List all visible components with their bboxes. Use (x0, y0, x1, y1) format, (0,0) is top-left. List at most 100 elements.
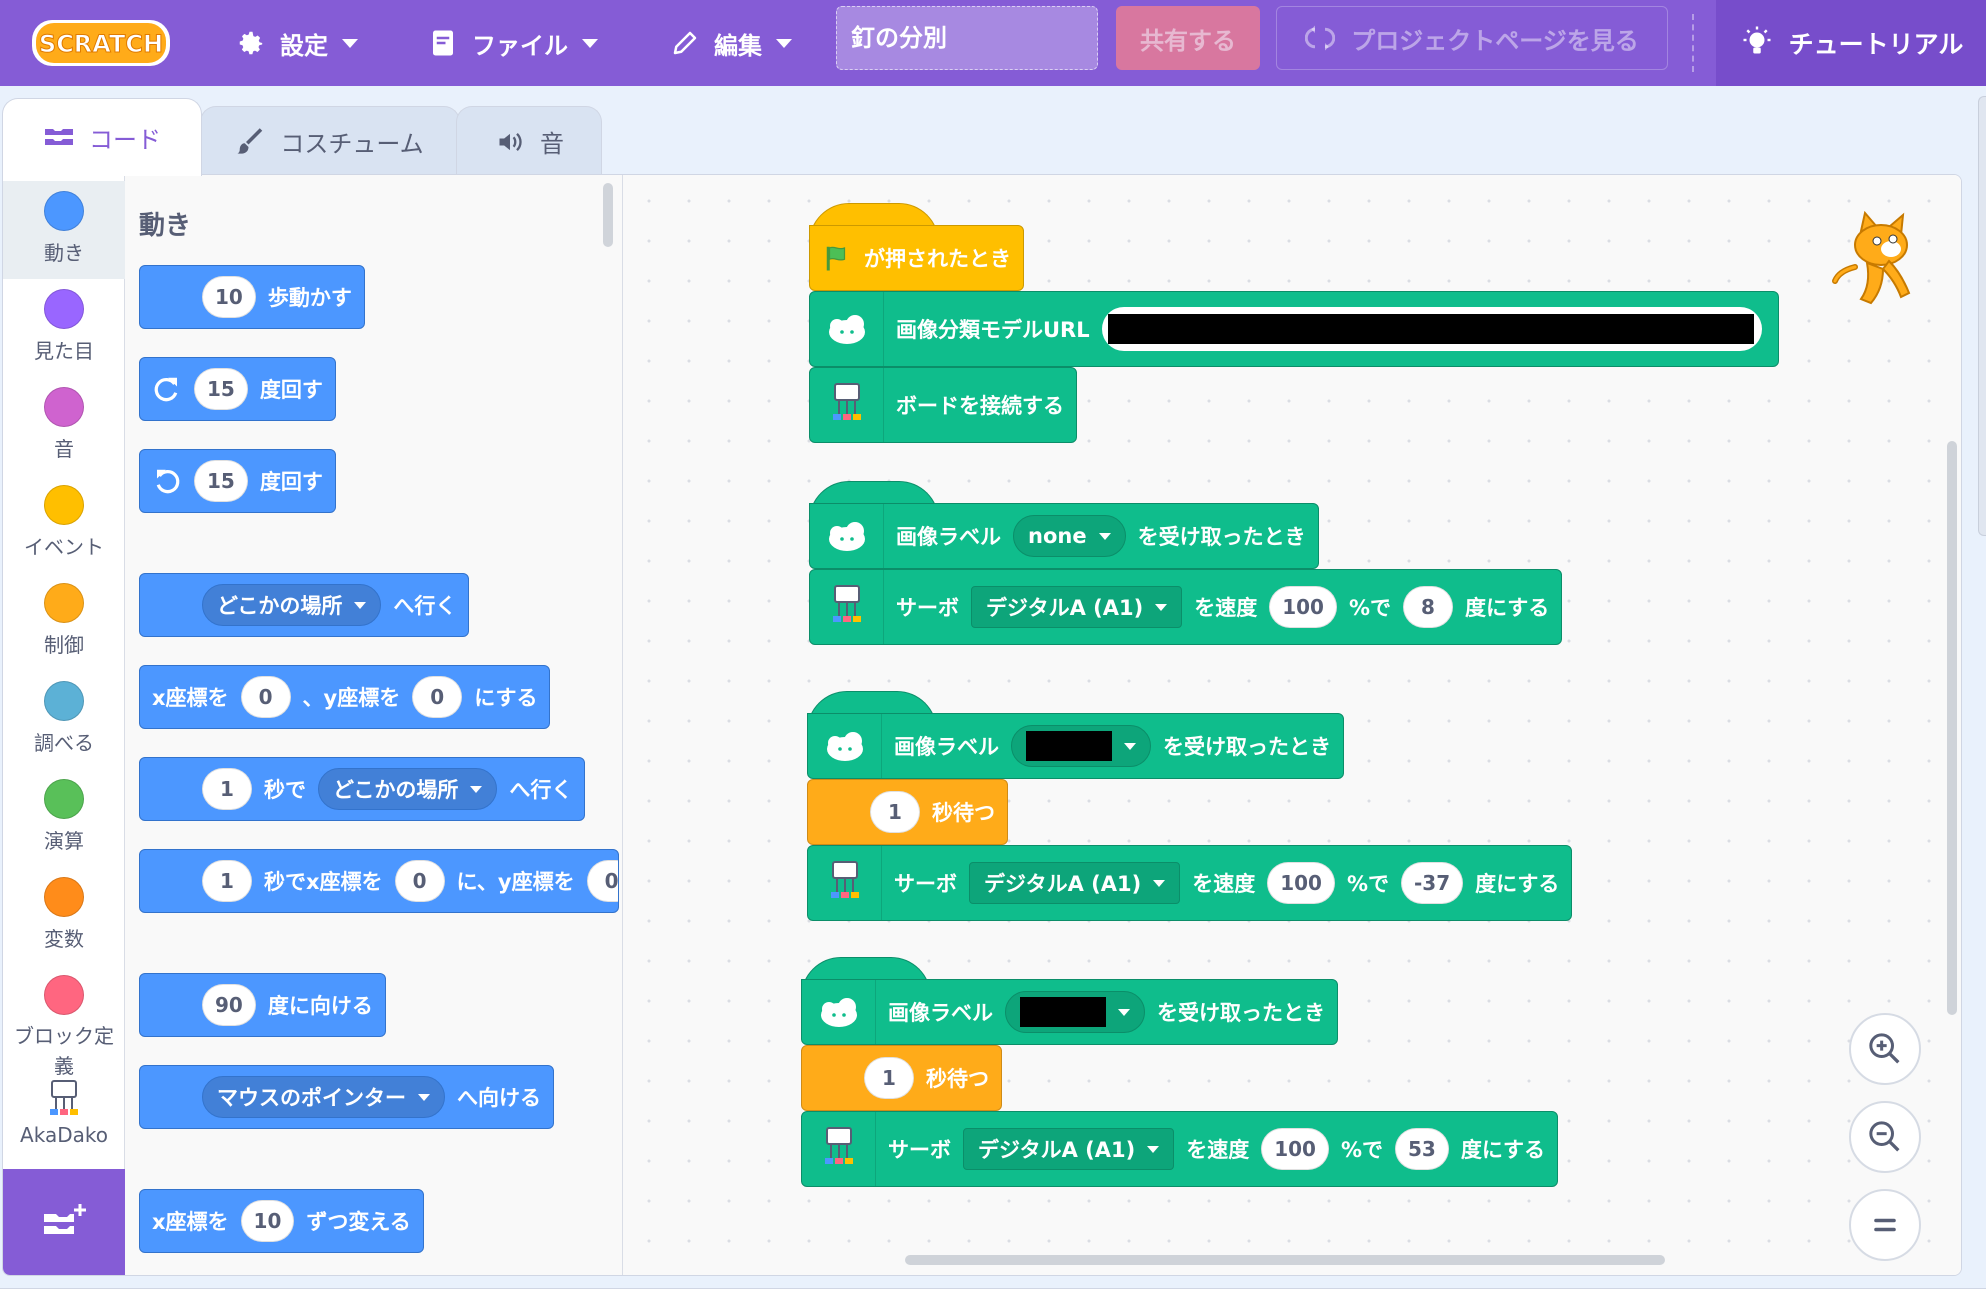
steps-input[interactable]: 10 (202, 276, 256, 318)
cloud-dog-icon (810, 504, 884, 568)
category-akadako[interactable]: AkaDako (3, 1079, 125, 1177)
category-sensing[interactable]: 調べる (3, 671, 125, 769)
secs-input[interactable]: 1 (202, 860, 252, 902)
zoom-reset-button[interactable] (1849, 1189, 1921, 1261)
when-flag-clicked-hat[interactable]: が押されたとき (809, 225, 1024, 291)
move-steps-block[interactable]: 10 歩動かす (139, 265, 365, 329)
settings-menu[interactable]: 設定 (236, 0, 358, 86)
speed-input[interactable]: 100 (1267, 862, 1335, 904)
board-icon (50, 1080, 78, 1115)
goto-xy-block[interactable]: x座標を 0 、y座標を 0 にする (139, 665, 551, 729)
category-my-blocks[interactable]: ブロック定義 (3, 965, 125, 1078)
model-url-input[interactable] (1101, 307, 1762, 351)
block-text: を受け取ったとき (1137, 525, 1306, 549)
x-input[interactable]: 0 (394, 860, 445, 902)
share-button[interactable]: 共有する (1116, 6, 1260, 70)
speed-input[interactable]: 100 (1269, 586, 1337, 628)
category-events[interactable]: イベント (3, 475, 125, 573)
board-icon (810, 368, 884, 442)
label-dropdown[interactable]: none (1013, 515, 1126, 557)
see-project-page-button[interactable]: プロジェクトページを見る (1276, 6, 1668, 70)
control-icon (44, 583, 84, 623)
pin-dropdown[interactable]: デジタルA (A1) (963, 1128, 1175, 1170)
point-towards-dropdown[interactable]: マウスのポインター (202, 1076, 445, 1118)
point-in-direction-block[interactable]: 90 度に向ける (139, 973, 386, 1037)
when-image-label-received-hat[interactable]: 画像ラベル none を受け取ったとき (809, 503, 1319, 569)
code-icon (45, 128, 73, 145)
change-x-input[interactable]: 10 (240, 1200, 295, 1242)
wait-block[interactable]: 1 秒待つ (807, 779, 1008, 845)
file-menu[interactable]: ファイル (428, 0, 598, 86)
servo-block[interactable]: サーボ デジタルA (A1) を速度 100 %で 53 度にする (801, 1111, 1559, 1187)
when-image-label-received-hat[interactable]: 画像ラベル を受け取ったとき (807, 713, 1344, 779)
connect-board-block[interactable]: ボードを接続する (809, 367, 1077, 443)
edit-menu[interactable]: 編集 (670, 0, 792, 86)
servo-block[interactable]: サーボ デジタルA (A1) を速度 100 %で 8 度にする (809, 569, 1563, 645)
rotate-left-icon (156, 469, 180, 494)
tab-costumes[interactable]: コスチューム (200, 106, 460, 176)
category-variables[interactable]: 変数 (3, 867, 125, 965)
wait-seconds-input[interactable]: 1 (870, 791, 920, 833)
goto-target-dropdown[interactable]: どこかの場所 (202, 584, 382, 626)
glide-xy-block[interactable]: 1 秒でx座標を 0 に、y座標を 0 (139, 849, 619, 913)
point-towards-block[interactable]: マウスのポインター へ向ける (139, 1065, 554, 1129)
script-workspace[interactable]: が押されたとき 画像分類モデルURL ボードを接続する 画像ラベル (623, 175, 1961, 1275)
tab-costumes-label: コスチューム (280, 130, 424, 158)
category-looks[interactable]: 見た目 (3, 279, 125, 377)
category-sound[interactable]: 音 (3, 377, 125, 475)
zoom-in-icon (1869, 1033, 1900, 1064)
angle-input[interactable]: 8 (1403, 586, 1453, 628)
glide-target-dropdown[interactable]: どこかの場所 (318, 768, 498, 810)
rotate-right-icon (154, 377, 178, 402)
tutorials-button[interactable]: チュートリアル (1716, 0, 1986, 86)
horizontal-scrollbar[interactable] (905, 1255, 1665, 1265)
label-dropdown[interactable] (1005, 991, 1145, 1033)
y-input[interactable]: 0 (586, 860, 618, 902)
label-dropdown[interactable] (1011, 725, 1151, 767)
chevron-down-icon (1155, 603, 1168, 611)
add-extension-button[interactable] (3, 1169, 125, 1275)
degrees-input[interactable]: 15 (194, 368, 248, 410)
turn-right-block[interactable]: 15 度回す (139, 357, 336, 421)
zoom-out-button[interactable] (1849, 1101, 1921, 1173)
block-text: ボードを接続する (896, 394, 1064, 418)
chevron-down-icon (1153, 879, 1166, 887)
palette-scrollbar[interactable] (603, 183, 613, 247)
chevron-down-icon (470, 785, 483, 793)
x-input[interactable]: 0 (240, 676, 291, 718)
turn-left-block[interactable]: 15 度回す (139, 449, 336, 513)
change-x-block[interactable]: x座標を 10 ずつ変える (139, 1189, 424, 1253)
wait-block[interactable]: 1 秒待つ (801, 1045, 1002, 1111)
category-control[interactable]: 制御 (3, 573, 125, 671)
block-text: %で (1348, 596, 1391, 620)
vertical-scrollbar[interactable] (1947, 441, 1957, 1015)
secs-input[interactable]: 1 (202, 768, 252, 810)
angle-input[interactable]: -37 (1401, 862, 1464, 904)
image-model-url-block[interactable]: 画像分類モデルURL (809, 291, 1779, 367)
block-text: 画像ラベル (896, 525, 1001, 549)
glide-to-block[interactable]: 1 秒で どこかの場所 へ行く (139, 757, 586, 821)
block-text: サーボ (894, 872, 957, 896)
block-text: サーボ (888, 1138, 951, 1162)
degrees-input[interactable]: 15 (194, 460, 248, 502)
category-motion[interactable]: 動き (3, 181, 125, 279)
scratch-logo[interactable]: SCRATCH (30, 14, 172, 70)
motion-icon (44, 191, 84, 231)
pin-dropdown[interactable]: デジタルA (A1) (969, 862, 1181, 904)
zoom-in-button[interactable] (1849, 1013, 1921, 1085)
tab-sounds[interactable]: 音 (456, 106, 602, 176)
direction-input[interactable]: 90 (202, 984, 256, 1026)
project-title-input[interactable]: 釘の分別 (836, 6, 1098, 70)
angle-input[interactable]: 53 (1395, 1128, 1449, 1170)
category-operators[interactable]: 演算 (3, 769, 125, 867)
wait-seconds-input[interactable]: 1 (864, 1057, 914, 1099)
tab-code[interactable]: コード (2, 98, 202, 176)
category-menu: 動き 見た目 音 イベント 制御 調べる 演算 変数 (3, 175, 125, 1275)
goto-block[interactable]: どこかの場所 へ行く (139, 573, 470, 637)
pin-dropdown[interactable]: デジタルA (A1) (971, 586, 1183, 628)
servo-block[interactable]: サーボ デジタルA (A1) を速度 100 %で -37 度にする (807, 845, 1573, 921)
chevron-down-icon (418, 1093, 430, 1101)
when-image-label-received-hat[interactable]: 画像ラベル を受け取ったとき (801, 979, 1338, 1045)
speed-input[interactable]: 100 (1261, 1128, 1329, 1170)
y-input[interactable]: 0 (412, 676, 463, 718)
